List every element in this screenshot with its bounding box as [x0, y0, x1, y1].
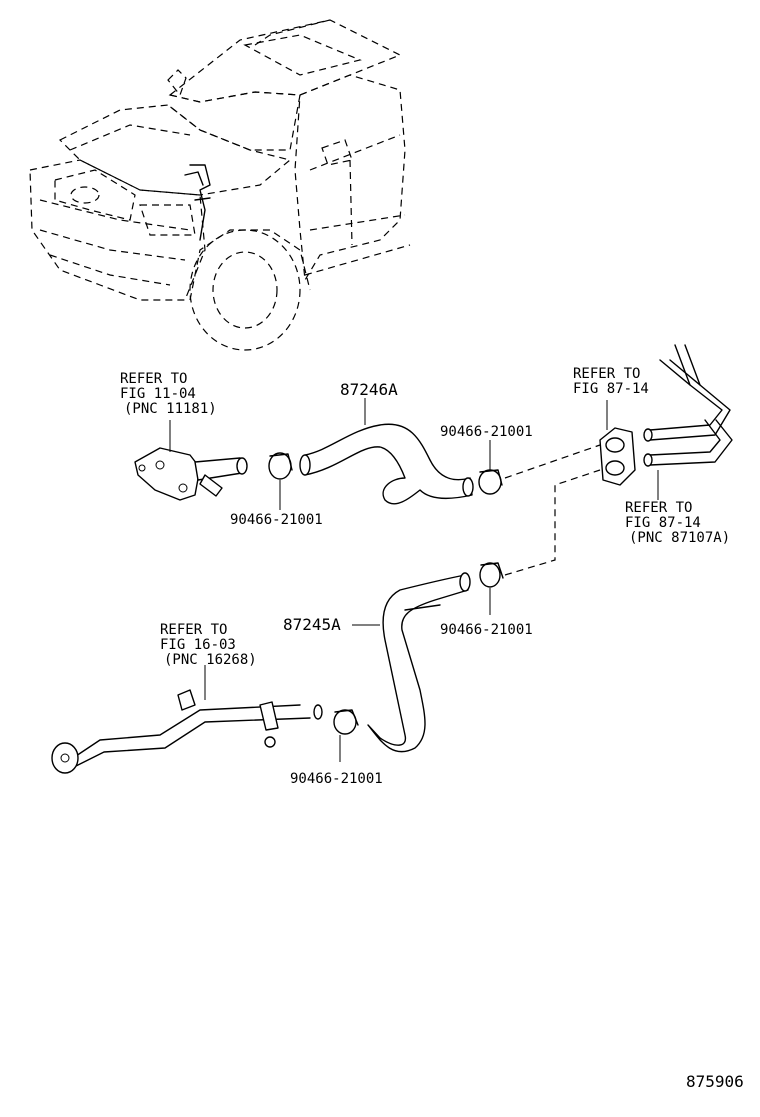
heater-pipe-icon	[643, 344, 733, 467]
hose-clamp-icon	[478, 469, 503, 495]
hose-clamp-icon	[268, 452, 293, 480]
hose-upper-label: 87246A	[340, 380, 398, 399]
refer-8714-pnc-line3: (PNC 87107A)	[629, 530, 730, 546]
clamp-lower-right-label: 90466-21001	[440, 622, 533, 638]
water-pipe-icon	[51, 689, 323, 774]
figure-code: 875906	[686, 1072, 744, 1091]
hose-icon	[299, 423, 474, 505]
refer-1104-line2: FIG 11-04	[120, 386, 196, 402]
hose-clamp-icon	[333, 709, 359, 735]
refer-1104-line3: (PNC 11181)	[124, 401, 217, 417]
refer-8714-top-line1: REFER TO	[573, 366, 640, 382]
clamp-upper-left-label: 90466-21001	[230, 512, 323, 528]
refer-8714-pnc-line2: FIG 87-14	[625, 515, 701, 531]
refer-1603-line1: REFER TO	[160, 622, 227, 638]
refer-1104-line1: REFER TO	[120, 371, 187, 387]
vehicle-outline-icon	[29, 19, 411, 351]
hose-icon	[367, 572, 471, 753]
water-pipe-icon	[134, 447, 248, 501]
refer-1603-line2: FIG 16-03	[160, 637, 236, 653]
refer-8714-pnc-line1: REFER TO	[625, 500, 692, 516]
clamp-upper-right-label: 90466-21001	[440, 424, 533, 440]
grommet-icon	[599, 427, 636, 486]
hose-lower-label: 87245A	[283, 615, 341, 634]
clamp-lower-left-label: 90466-21001	[290, 771, 383, 787]
refer-8714-top-line2: FIG 87-14	[573, 381, 649, 397]
hose-clamp-icon	[479, 562, 504, 588]
refer-1603-line3: (PNC 16268)	[164, 652, 257, 668]
